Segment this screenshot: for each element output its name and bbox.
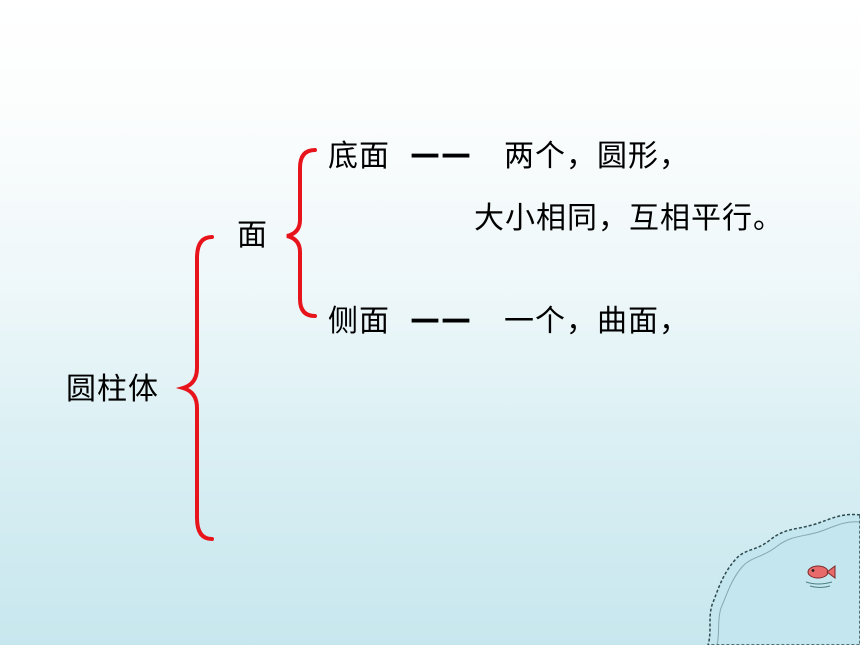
base-term: 底面 — [328, 139, 390, 174]
large-brace — [175, 235, 214, 541]
shore-line — [707, 513, 860, 645]
base-line1: 两个，圆形， — [504, 139, 690, 174]
base-line2: 大小相同，互相平行。 — [474, 201, 784, 236]
side-line1: 一个，曲面， — [504, 304, 690, 339]
fish-icon — [805, 565, 836, 588]
root-label: 圆柱体 — [66, 372, 159, 407]
side-term: 侧面 — [328, 304, 390, 339]
side-dash: —— — [410, 302, 472, 337]
base-dash: —— — [410, 137, 472, 172]
face-label: 面 — [237, 218, 268, 253]
small-brace — [286, 148, 317, 318]
